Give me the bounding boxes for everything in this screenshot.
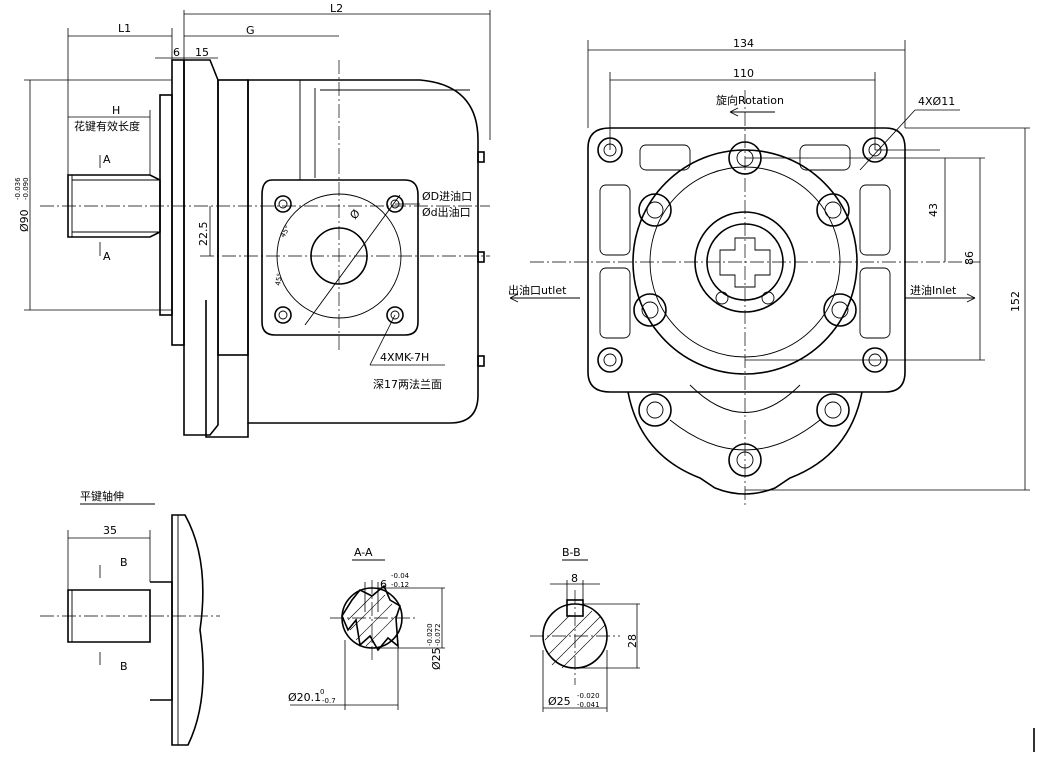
dim-35: 35 bbox=[103, 524, 117, 537]
keyed-shaft-title: 平键轴伸 bbox=[80, 489, 124, 503]
shaft-diameter: Ø90 bbox=[18, 209, 31, 232]
angle-45-b: 45° bbox=[274, 273, 284, 287]
bolt-holes bbox=[597, 137, 888, 477]
front-flange bbox=[171, 59, 185, 346]
dim-86: 86 bbox=[963, 251, 976, 265]
spline-length-label: 花键有效长度 bbox=[74, 119, 140, 133]
phi-symbol: Ø bbox=[347, 207, 363, 222]
section-mark-b-bottom: B bbox=[120, 660, 128, 673]
outlet-label: 出油口utlet bbox=[508, 283, 567, 297]
dim-22-5: 22.5 bbox=[197, 222, 210, 247]
bb-dim-28: 28 bbox=[626, 634, 639, 648]
pump-body bbox=[247, 79, 479, 424]
aa-dim-25: Ø25 bbox=[430, 647, 443, 670]
section-mark-a-top: A bbox=[103, 153, 111, 166]
dim-6: 6 bbox=[173, 46, 180, 59]
angle-45-a: 45° bbox=[279, 224, 292, 239]
dim-110: 110 bbox=[733, 67, 754, 80]
aa-dim-25-lower: -0.072 bbox=[434, 623, 442, 646]
aa-dim-25-upper: -0.020 bbox=[426, 623, 434, 646]
dim-43: 43 bbox=[927, 203, 940, 217]
holes-label: 4XØ11 bbox=[918, 95, 955, 108]
dim-l2: L2 bbox=[330, 2, 343, 15]
port-flange bbox=[261, 179, 419, 336]
section-bb bbox=[530, 559, 640, 712]
bb-dim-25-upper: -0.020 bbox=[577, 692, 600, 700]
aa-dim-6-upper: -0.04 bbox=[391, 572, 410, 580]
aa-dim-20-1: Ø20.1 bbox=[288, 691, 321, 704]
labels: L1 L2 G 6 15 H 花键有效长度 A A Ø90 -0.036 -0.… bbox=[14, 2, 1022, 709]
dim-152: 152 bbox=[1009, 291, 1022, 312]
outlet-diameter-label: Ød出油口 bbox=[422, 205, 471, 219]
aa-dim-6: 6 bbox=[380, 578, 387, 591]
bb-dim-25: Ø25 bbox=[548, 695, 571, 708]
aa-dim-20-upper: 0 bbox=[320, 688, 324, 696]
aa-dim-20-lower: -0.7 bbox=[322, 697, 336, 705]
dim-h: H bbox=[112, 104, 120, 117]
thread-label: 4XMK-7H bbox=[380, 351, 429, 364]
dim-l1: L1 bbox=[118, 22, 131, 35]
section-mark-b-top: B bbox=[120, 556, 128, 569]
thread-depth-label: 深17两法兰面 bbox=[373, 377, 442, 391]
shaft-tol-lower: -0.090 bbox=[22, 177, 30, 200]
shaft-tol-upper: -0.036 bbox=[14, 177, 22, 200]
inlet-diameter-label: ØD进油口 bbox=[422, 189, 472, 203]
side-view bbox=[24, 10, 491, 438]
bb-dim-8: 8 bbox=[571, 572, 578, 585]
dim-15: 15 bbox=[195, 46, 209, 59]
section-mark-a-bottom: A bbox=[103, 250, 111, 263]
rotation-label: 旋向Rotation bbox=[716, 93, 784, 107]
section-aa-title: A-A bbox=[354, 546, 373, 559]
bb-dim-25-lower: -0.041 bbox=[577, 701, 600, 709]
section-aa bbox=[290, 559, 445, 710]
dim-g: G bbox=[246, 24, 255, 37]
inlet-label: 进油Inlet bbox=[910, 283, 957, 297]
section-bb-title: B-B bbox=[562, 546, 581, 559]
keyed-shaft-view bbox=[40, 503, 220, 746]
front-view bbox=[509, 40, 1030, 505]
aa-dim-6-lower: -0.12 bbox=[391, 581, 409, 589]
mount-flange bbox=[587, 127, 906, 393]
dim-134: 134 bbox=[733, 37, 754, 50]
